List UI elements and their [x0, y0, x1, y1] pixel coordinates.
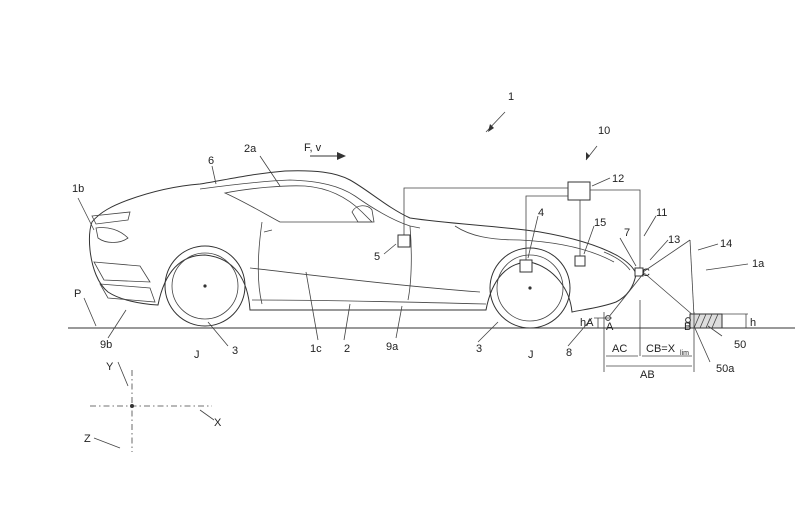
label-B: B — [684, 321, 691, 333]
label-9b: 9b — [100, 339, 112, 351]
cone-lower — [642, 271, 695, 317]
label-3-rear: 3 — [232, 345, 238, 357]
leader-7 — [619, 237, 637, 267]
label-C: C — [642, 267, 650, 279]
label-J-rear: J — [194, 349, 200, 361]
label-AC: AC — [612, 343, 627, 355]
leader-12 — [591, 177, 611, 187]
cone-front — [689, 239, 695, 317]
label-Y: Y — [106, 361, 114, 373]
wire-to-5 — [403, 187, 568, 236]
label-4: 4 — [538, 207, 544, 219]
car-side-window — [223, 185, 373, 223]
leader-3a — [207, 321, 229, 347]
leader-8 — [567, 317, 593, 347]
car-headlight — [603, 251, 631, 271]
leader-13 — [649, 239, 669, 261]
label-J-front: J — [528, 349, 534, 361]
label-1c: 1c — [310, 343, 322, 355]
leader-2 — [343, 303, 351, 341]
car-mirror — [351, 205, 375, 223]
leader-50 — [707, 325, 723, 337]
car-rear-light — [95, 227, 129, 243]
coordinate-axes — [90, 361, 215, 452]
car-door-rear — [407, 225, 412, 301]
label-13: 13 — [668, 234, 680, 246]
car-rear-diffuser — [93, 261, 156, 303]
label-50a: 50a — [716, 363, 735, 375]
leader-9a — [395, 305, 403, 339]
car-door-line — [257, 221, 263, 305]
label-CB: CB=X — [646, 343, 676, 355]
leader-P — [83, 297, 97, 327]
leader-15 — [583, 225, 595, 255]
leader-1a — [705, 263, 749, 271]
rear-wheel — [164, 245, 246, 327]
label-14: 14 — [720, 238, 732, 250]
obstacle-hatching — [693, 313, 719, 329]
label-11: 11 — [656, 207, 667, 219]
label-direction: F, v — [304, 142, 322, 154]
car-front-fender — [454, 225, 615, 263]
label-12: 12 — [612, 173, 624, 185]
label-5: 5 — [374, 251, 380, 263]
cone-upper — [642, 239, 691, 273]
label-50: 50 — [734, 339, 746, 351]
leader-1c — [305, 271, 319, 341]
control-unit-box — [567, 181, 591, 201]
label-10: 10 — [598, 125, 610, 137]
label-CB-subscript: lim — [680, 350, 689, 357]
label-1a: 1a — [752, 258, 765, 270]
leader-9b — [107, 309, 127, 339]
car-sill — [251, 299, 487, 305]
direction-arrow-head — [337, 152, 346, 160]
ray-to-A — [607, 273, 644, 319]
label-X: X — [214, 417, 222, 429]
car-rear-wing — [91, 211, 131, 225]
leader-4 — [527, 215, 539, 259]
label-1b: 1b — [72, 183, 84, 195]
label-P: P — [74, 288, 81, 300]
label-A: A — [606, 321, 614, 333]
label-Z: Z — [84, 433, 91, 445]
leader-1b — [77, 197, 95, 231]
wire-to-4 — [525, 195, 568, 260]
leader-50a — [693, 325, 711, 363]
car-body-outline — [88, 170, 637, 313]
sensor-box-15 — [574, 255, 586, 267]
label-9a: 9a — [386, 341, 399, 353]
label-3-front: 3 — [476, 343, 482, 355]
leader-3b — [477, 321, 499, 343]
leader-11 — [643, 215, 657, 237]
label-15: 15 — [594, 217, 606, 229]
car-side-crease — [249, 267, 481, 293]
label-6: 6 — [208, 155, 214, 167]
label-h: h — [750, 317, 756, 329]
label-1: 1 — [508, 91, 514, 103]
sensor-box-5 — [397, 234, 411, 248]
leader-2a — [259, 155, 281, 187]
label-hA: hA — [580, 317, 594, 329]
point-B — [685, 317, 691, 323]
car-window-line — [199, 179, 421, 229]
leader-1-arrowhead — [488, 124, 494, 132]
label-8: 8 — [566, 347, 572, 359]
leader-6 — [211, 165, 217, 185]
label-AB: AB — [640, 369, 655, 381]
label-2: 2 — [344, 343, 350, 355]
label-2a: 2a — [244, 143, 257, 155]
wire-to-7 — [590, 189, 641, 270]
leader-10-arrowhead — [586, 152, 590, 160]
leader-5 — [383, 243, 397, 255]
label-7: 7 — [624, 227, 630, 239]
leader-14 — [697, 243, 719, 251]
door-handle — [263, 229, 273, 233]
sensor-box-4 — [519, 259, 533, 273]
